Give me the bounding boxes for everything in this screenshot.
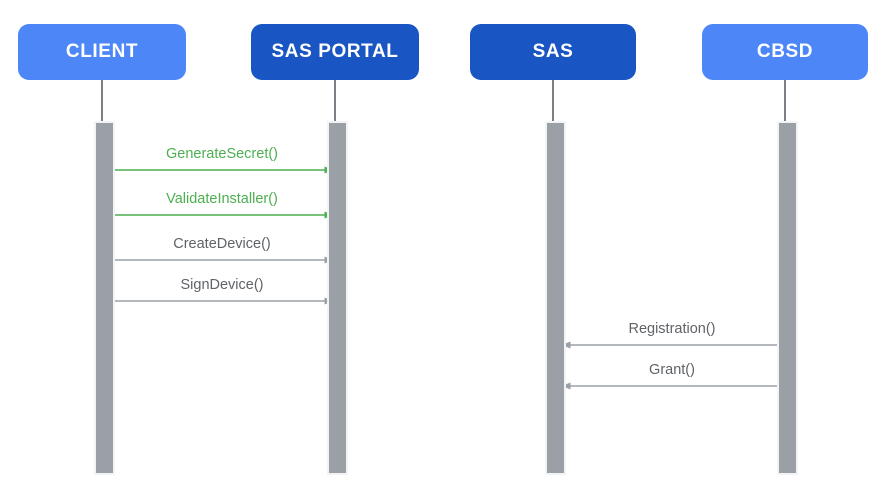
- activation-bar-client: [94, 121, 115, 475]
- actor-box-client[interactable]: CLIENT: [18, 24, 186, 80]
- message-arrows-group: [111, 166, 777, 390]
- actor-label-cbsd: CBSD: [756, 41, 814, 62]
- activation-bar-cbsd: [777, 121, 798, 475]
- activation-bar-sas: [545, 121, 566, 475]
- message-label-registration: Registration(): [628, 321, 716, 338]
- actor-box-sas[interactable]: SAS: [470, 24, 636, 80]
- message-label-validate-installer: ValidateInstaller(): [166, 191, 278, 208]
- message-label-sign-device: SignDevice(): [180, 277, 264, 294]
- actor-label-sas: SAS: [532, 41, 574, 62]
- lifeline-cbsd: [784, 80, 786, 121]
- actor-label-client: CLIENT: [65, 41, 139, 62]
- lifeline-sas: [552, 80, 554, 121]
- message-label-grant: Grant(): [649, 362, 695, 379]
- message-label-create-device: CreateDevice(): [173, 236, 271, 253]
- lifeline-sas-portal: [334, 80, 336, 121]
- actor-box-sas-portal[interactable]: SAS PORTAL: [251, 24, 419, 80]
- actor-label-sas-portal: SAS PORTAL: [271, 41, 399, 62]
- message-label-generate-secret: GenerateSecret(): [165, 146, 279, 163]
- activation-bar-sas-portal: [327, 121, 348, 475]
- actor-box-cbsd[interactable]: CBSD: [702, 24, 868, 80]
- lifeline-client: [101, 80, 103, 121]
